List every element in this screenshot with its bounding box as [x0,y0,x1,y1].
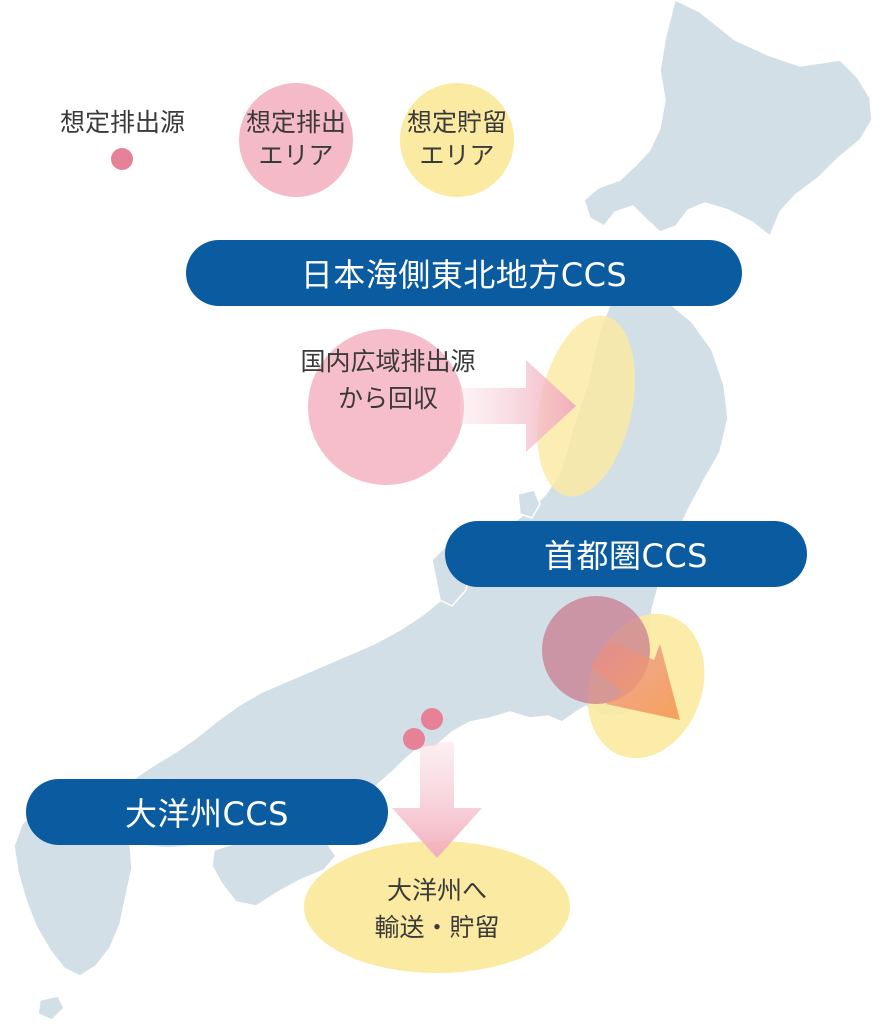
legend-emission-area-circle [239,83,353,197]
oceania-transport-note: 大洋州へ 輸送・貯留 [337,872,537,946]
legend-emission-area-label: 想定排出 エリア [216,106,376,172]
domestic-source-note: 国内広域排出源 から回収 [264,343,512,417]
domestic-emission-area [308,329,464,485]
legend-storage-line2: エリア [419,141,495,170]
domestic-source-line1: 国内広域排出源 [300,347,476,376]
legend-storage-line1: 想定貯留 [406,108,507,137]
hokkaido-land [583,0,873,238]
sado-island [517,489,541,519]
legend-emission-line1: 想定排出 [245,108,346,137]
legend-storage-area-label: 想定貯留 エリア [377,106,537,172]
transport-arrow-icon [392,742,482,858]
legend-storage-area-circle [400,83,514,197]
transport-arrow-icon [460,360,576,452]
domestic-source-line2: から回収 [337,384,438,413]
emission-point-dot [403,728,425,750]
tohoku-storage-area [537,315,635,497]
legend-emission-line2: エリア [258,141,334,170]
project-label-tohoku: 日本海側東北地方CCS [186,240,742,306]
project-label-taiyoshu: 大洋州CCS [26,779,388,845]
legend-point-dot [111,148,133,170]
legend-point-label: 想定排出源 [59,108,185,137]
transport-arrow-icon [590,640,680,720]
oceania-storage-area [304,841,570,973]
oceania-transport-line2: 輸送・貯留 [374,913,500,942]
oceania-transport-line1: 大洋州へ [386,876,487,905]
project-label-shutoken: 首都圏CCS [445,521,807,587]
emission-point-dot [421,708,443,730]
southern-island [37,995,65,1021]
